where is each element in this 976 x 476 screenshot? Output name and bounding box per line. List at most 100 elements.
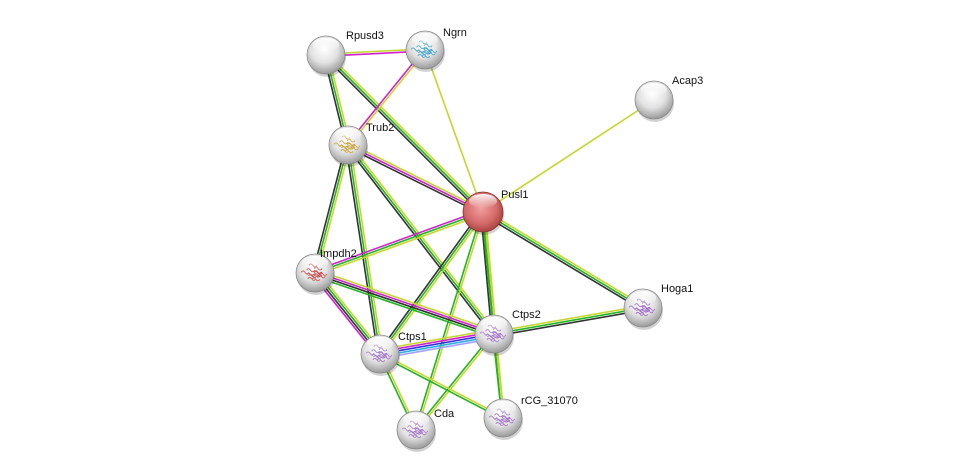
node-Rpusd3[interactable]: Rpusd3 bbox=[306, 30, 384, 77]
edge-evidence-neighborhood bbox=[380, 335, 495, 357]
node-Ngrn[interactable]: Ngrn bbox=[405, 27, 467, 72]
node-highlight bbox=[402, 412, 430, 427]
node-label: rCG_31070 bbox=[521, 395, 578, 407]
node-label: Rpusd3 bbox=[346, 30, 384, 42]
edge-evidence-coexpression bbox=[377, 210, 482, 354]
edge-evidence-textmining bbox=[316, 145, 351, 274]
protein-structure-icon bbox=[479, 324, 507, 343]
edge-evidence-textmining bbox=[416, 212, 485, 431]
edge-evidence-database bbox=[347, 144, 381, 355]
node-Ctps2[interactable]: Ctps2 bbox=[474, 309, 541, 356]
edge-Ngrn-Trub2[interactable] bbox=[346, 48, 427, 147]
edge-evidence-textmining bbox=[380, 352, 504, 418]
node-label: Impdh2 bbox=[320, 248, 357, 260]
edge-Ctps1-rCG_31070[interactable] bbox=[379, 352, 504, 420]
edge-Pusl1-Impdh2[interactable] bbox=[313, 209, 485, 276]
edge-evidence-textmining bbox=[349, 144, 383, 354]
edge-evidence-experiments bbox=[346, 48, 425, 145]
node-highlight bbox=[366, 336, 394, 351]
edge-evidence-database bbox=[414, 211, 483, 430]
edge-evidence-textmining bbox=[348, 50, 427, 147]
node-highlight bbox=[301, 255, 329, 270]
edge-evidence-database bbox=[482, 211, 644, 309]
node-Trub2[interactable]: Trub2 bbox=[328, 122, 394, 167]
node-highlight bbox=[629, 290, 657, 305]
edge-evidence-experiments bbox=[347, 144, 484, 213]
edge-evidence-database bbox=[313, 275, 494, 338]
edge-Rpusd3-Pusl1[interactable] bbox=[323, 52, 486, 215]
edge-Pusl1-Cda[interactable] bbox=[414, 211, 485, 431]
node-label: Pusl1 bbox=[501, 189, 529, 201]
edge-evidence-textmining bbox=[483, 209, 645, 307]
edge-Pusl1-Ctps1[interactable] bbox=[377, 210, 486, 356]
edge-evidence-coexpression bbox=[323, 55, 483, 215]
edge-evidence-coexpression bbox=[494, 309, 644, 337]
edge-evidence-textmining bbox=[416, 334, 496, 432]
edge-layer bbox=[311, 48, 655, 432]
node-label: Ctps1 bbox=[398, 331, 427, 343]
node-label: Ctps2 bbox=[512, 309, 541, 321]
edge-Trub2-Pusl1[interactable] bbox=[346, 142, 485, 215]
edge-evidence-database bbox=[414, 332, 494, 430]
edge-evidence-coexpression bbox=[345, 145, 493, 336]
node-highlight bbox=[312, 37, 340, 52]
node-Acap3[interactable]: Acap3 bbox=[634, 75, 703, 122]
edge-evidence-textmining bbox=[326, 52, 486, 212]
node-Pusl1[interactable]: Pusl1 bbox=[462, 189, 529, 235]
edge-evidence-coexpression bbox=[314, 273, 494, 336]
edge-evidence-textmining bbox=[482, 99, 655, 213]
node-Cda[interactable]: Cda bbox=[396, 408, 455, 452]
node-highlight bbox=[480, 316, 508, 331]
edge-Ngrn-Pusl1[interactable] bbox=[424, 49, 484, 213]
edge-evidence-textmining bbox=[424, 49, 484, 213]
node-label: Ngrn bbox=[443, 27, 467, 39]
node-highlight bbox=[411, 32, 439, 47]
edge-evidence-database bbox=[347, 144, 495, 335]
node-label: Acap3 bbox=[672, 75, 703, 87]
edge-evidence-coexpression bbox=[480, 212, 493, 335]
edge-evidence-database bbox=[325, 54, 484, 213]
edge-evidence-coexpression bbox=[481, 213, 643, 311]
node-highlight bbox=[469, 194, 497, 208]
edge-evidence-database bbox=[314, 211, 484, 274]
edge-evidence-coexpression bbox=[346, 146, 483, 215]
edge-Trub2-Impdh2[interactable] bbox=[312, 144, 351, 274]
node-highlight bbox=[640, 82, 668, 97]
node-Hoga1[interactable]: Hoga1 bbox=[623, 283, 693, 330]
node-highlight bbox=[334, 127, 362, 142]
edge-Ctps2-Cda[interactable] bbox=[414, 332, 496, 432]
node-label: Trub2 bbox=[366, 122, 394, 134]
edge-evidence-textmining bbox=[348, 142, 485, 211]
edge-Trub2-Ctps1[interactable] bbox=[345, 144, 383, 355]
node-label: Hoga1 bbox=[661, 283, 693, 295]
edge-Trub2-Ctps2[interactable] bbox=[345, 143, 497, 336]
node-highlight bbox=[489, 400, 517, 415]
edge-Ctps2-Hoga1[interactable] bbox=[493, 305, 644, 337]
edge-evidence-coexpression bbox=[312, 144, 347, 273]
edge-evidence-database bbox=[314, 144, 349, 274]
edge-evidence-textmining bbox=[381, 212, 486, 356]
edge-Acap3-Pusl1[interactable] bbox=[482, 99, 655, 213]
node-Ctps1[interactable]: Ctps1 bbox=[360, 331, 427, 376]
node-label: Cda bbox=[434, 408, 455, 420]
edge-evidence-cooccurrence bbox=[380, 337, 495, 360]
edge-evidence-textmining bbox=[379, 328, 494, 351]
protein-structure-icon bbox=[410, 40, 438, 59]
edge-evidence-experiments bbox=[379, 331, 494, 353]
node-Impdh2[interactable]: Impdh2 bbox=[295, 248, 357, 295]
edge-evidence-coexpression bbox=[345, 145, 379, 355]
edge-evidence-database bbox=[379, 354, 503, 420]
edge-evidence-database bbox=[379, 211, 484, 355]
edge-evidence-experiments bbox=[315, 271, 495, 334]
node-rCG_31070[interactable]: rCG_31070 bbox=[483, 395, 578, 440]
edge-evidence-experiments bbox=[313, 209, 483, 272]
edge-evidence-textmining bbox=[493, 305, 643, 333]
edge-Pusl1-Hoga1[interactable] bbox=[481, 209, 645, 311]
node-layer: Rpusd3 NgrnAcap3Trub2Pusl1Impdh2Hoga1Ctps… bbox=[295, 27, 703, 452]
edge-evidence-textmining bbox=[349, 143, 497, 334]
edge-Impdh2-Ctps2[interactable] bbox=[313, 269, 496, 338]
edge-evidence-database bbox=[493, 307, 644, 335]
edge-evidence-textmining bbox=[315, 213, 485, 276]
